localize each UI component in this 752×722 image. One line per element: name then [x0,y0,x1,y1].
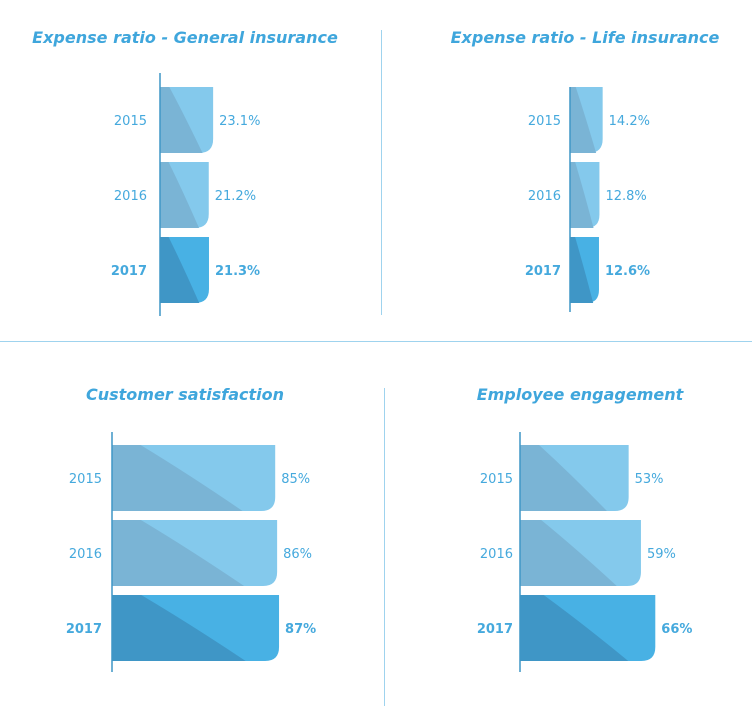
chart-title-life-insurance: Expense ratio - Life insurance [450,28,720,47]
bar-shade-customer-satisfaction-2017 [112,595,246,661]
value-label-general-insurance-2016: 21.2% [215,189,256,204]
chart-title-customer-satisfaction: Customer satisfaction [85,385,284,404]
year-label-general-insurance-2016: 2016 [114,189,147,204]
year-label-life-insurance-2017: 2017 [525,264,561,279]
bar-shade-employee-engagement-2015 [520,445,607,511]
chart-life-insurance: 2015 14.2% 2016 12.8% 2017 12.6% [525,87,650,312]
bar-shade-general-insurance-2015 [160,87,203,153]
bar-shade-life-insurance-2016 [570,162,594,228]
value-label-employee-engagement-2016: 59% [647,547,676,562]
bar-shade-life-insurance-2017 [570,237,594,303]
value-label-life-insurance-2017: 12.6% [605,264,650,279]
bar-shade-general-insurance-2016 [160,162,200,228]
value-label-customer-satisfaction-2016: 86% [283,547,312,562]
value-label-customer-satisfaction-2017: 87% [285,622,316,637]
year-label-employee-engagement-2017: 2017 [477,622,513,637]
year-label-customer-satisfaction-2016: 2016 [69,547,102,562]
divider-horizontal [0,341,752,342]
year-label-customer-satisfaction-2015: 2015 [69,472,102,487]
year-label-employee-engagement-2015: 2015 [480,472,513,487]
divider-vertical-top [381,30,382,315]
year-label-life-insurance-2016: 2016 [528,189,561,204]
value-label-employee-engagement-2015: 53% [635,472,664,487]
chart-title-employee-engagement: Employee engagement [476,385,684,404]
bar-shade-employee-engagement-2016 [520,520,617,586]
year-label-life-insurance-2015: 2015 [528,114,561,129]
chart-general-insurance: 2015 23.1% 2016 21.2% 2017 21.3% [111,73,260,316]
bar-shade-general-insurance-2017 [160,237,200,303]
bar-shade-life-insurance-2015 [570,87,597,153]
chart-title-general-insurance: Expense ratio - General insurance [32,28,338,47]
year-label-general-insurance-2017: 2017 [111,264,147,279]
year-label-general-insurance-2015: 2015 [114,114,147,129]
chart-employee-engagement: 2015 53% 2016 59% 2017 66% [477,432,692,672]
value-label-customer-satisfaction-2015: 85% [281,472,310,487]
divider-vertical-bottom [384,388,385,706]
value-label-life-insurance-2015: 14.2% [609,114,650,129]
value-label-general-insurance-2017: 21.3% [215,264,260,279]
bar-shade-customer-satisfaction-2016 [112,520,245,586]
chart-customer-satisfaction: 2015 85% 2016 86% 2017 87% [66,432,316,672]
bar-shade-customer-satisfaction-2015 [112,445,243,511]
year-label-employee-engagement-2016: 2016 [480,547,513,562]
value-label-employee-engagement-2017: 66% [661,622,692,637]
bar-shade-employee-engagement-2017 [520,595,629,661]
value-label-general-insurance-2015: 23.1% [219,114,260,129]
year-label-customer-satisfaction-2017: 2017 [66,622,102,637]
value-label-life-insurance-2016: 12.8% [605,189,646,204]
